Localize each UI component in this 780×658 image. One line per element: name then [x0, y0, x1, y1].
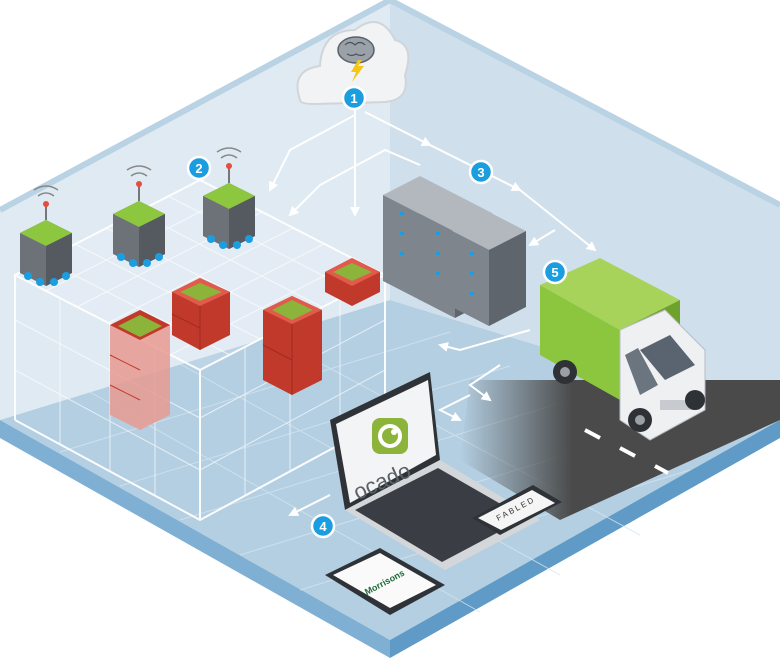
crate-top-right [325, 258, 380, 306]
svg-text:4: 4 [319, 519, 327, 534]
svg-text:1: 1 [350, 91, 357, 106]
flow-lines [269, 108, 597, 516]
crate-stack-2 [171, 278, 230, 350]
marker-3: 3 [468, 159, 494, 185]
crates [109, 258, 380, 430]
wall-top-edge [0, 0, 780, 213]
robot-2 [113, 165, 165, 267]
delivery-van-icon [540, 258, 706, 441]
ocado-logo [372, 418, 408, 454]
robots [20, 147, 255, 286]
cloud-brain-icon [296, 21, 410, 106]
tablet: Morrisons [325, 548, 445, 615]
laptop: ocado [330, 372, 540, 570]
server-rack-icon [383, 176, 526, 326]
robot-1 [20, 185, 72, 286]
crate-stack-3 [262, 296, 322, 395]
robot-3 [203, 147, 255, 249]
phone: FABLED [472, 485, 562, 535]
marker-4: 4 [310, 513, 336, 539]
svg-text:3: 3 [477, 165, 484, 180]
floor-front-left-edge [0, 420, 390, 658]
floor-front-right-edge [390, 420, 780, 658]
svg-text:2: 2 [195, 161, 202, 176]
marker-2: 2 [186, 155, 212, 181]
marker-1: 1 [341, 85, 367, 111]
crate-stack-1 [109, 310, 170, 430]
road [460, 380, 780, 520]
svg-text:5: 5 [551, 265, 558, 280]
marker-5: 5 [542, 259, 568, 285]
